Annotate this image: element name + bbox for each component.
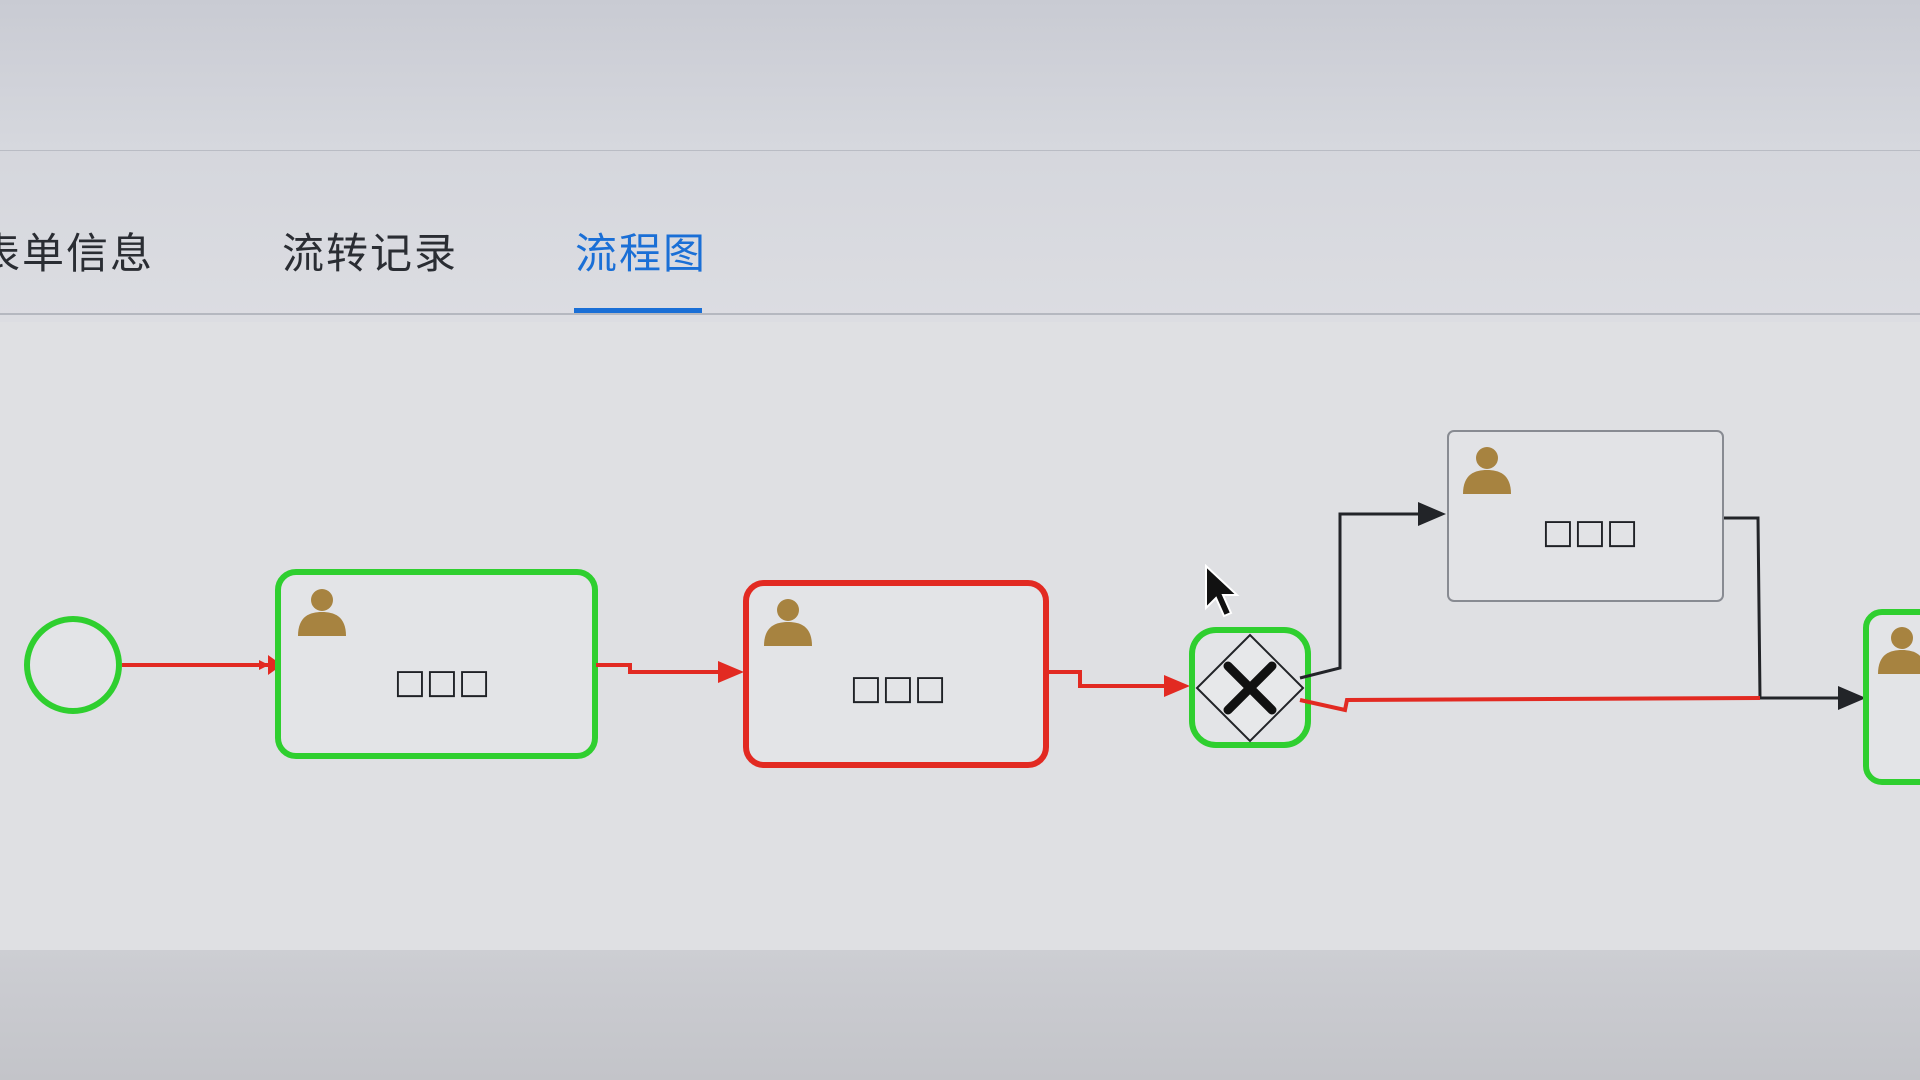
arrow-head [1838, 686, 1866, 710]
gateway-x-mark [1223, 661, 1277, 715]
arrow-head [1418, 502, 1446, 526]
user-task-3[interactable] [1447, 430, 1724, 602]
start-event-icon[interactable] [24, 616, 122, 714]
tab-flow-record[interactable]: 流转记录 [282, 229, 459, 278]
sequence-flow [1299, 696, 1761, 713]
footer-area [0, 950, 1920, 1080]
arrow-head [1164, 675, 1190, 697]
tab-divider [0, 313, 1920, 315]
user-task-1[interactable] [275, 569, 598, 759]
tab-flow-chart[interactable]: 流程图 [575, 229, 708, 278]
task-3-label: □□□ [1541, 512, 1639, 552]
tab-form-info[interactable]: 表单信息 [0, 229, 155, 278]
sequence-flow [1724, 516, 1845, 700]
user-task-2[interactable] [743, 580, 1049, 768]
sequence-flow [1299, 512, 1420, 680]
header-area [0, 0, 1920, 151]
active-tab-indicator [574, 308, 702, 313]
mouse-cursor-icon [1205, 564, 1240, 618]
sequence-flow [1048, 670, 1166, 688]
arrow-head [718, 661, 744, 683]
sequence-flow [596, 663, 720, 674]
task-1-label: □□□ [393, 662, 491, 702]
task-2-label: □□□ [849, 668, 947, 708]
tab-bar: 表单信息 流转记录 流程图 [0, 150, 1920, 320]
